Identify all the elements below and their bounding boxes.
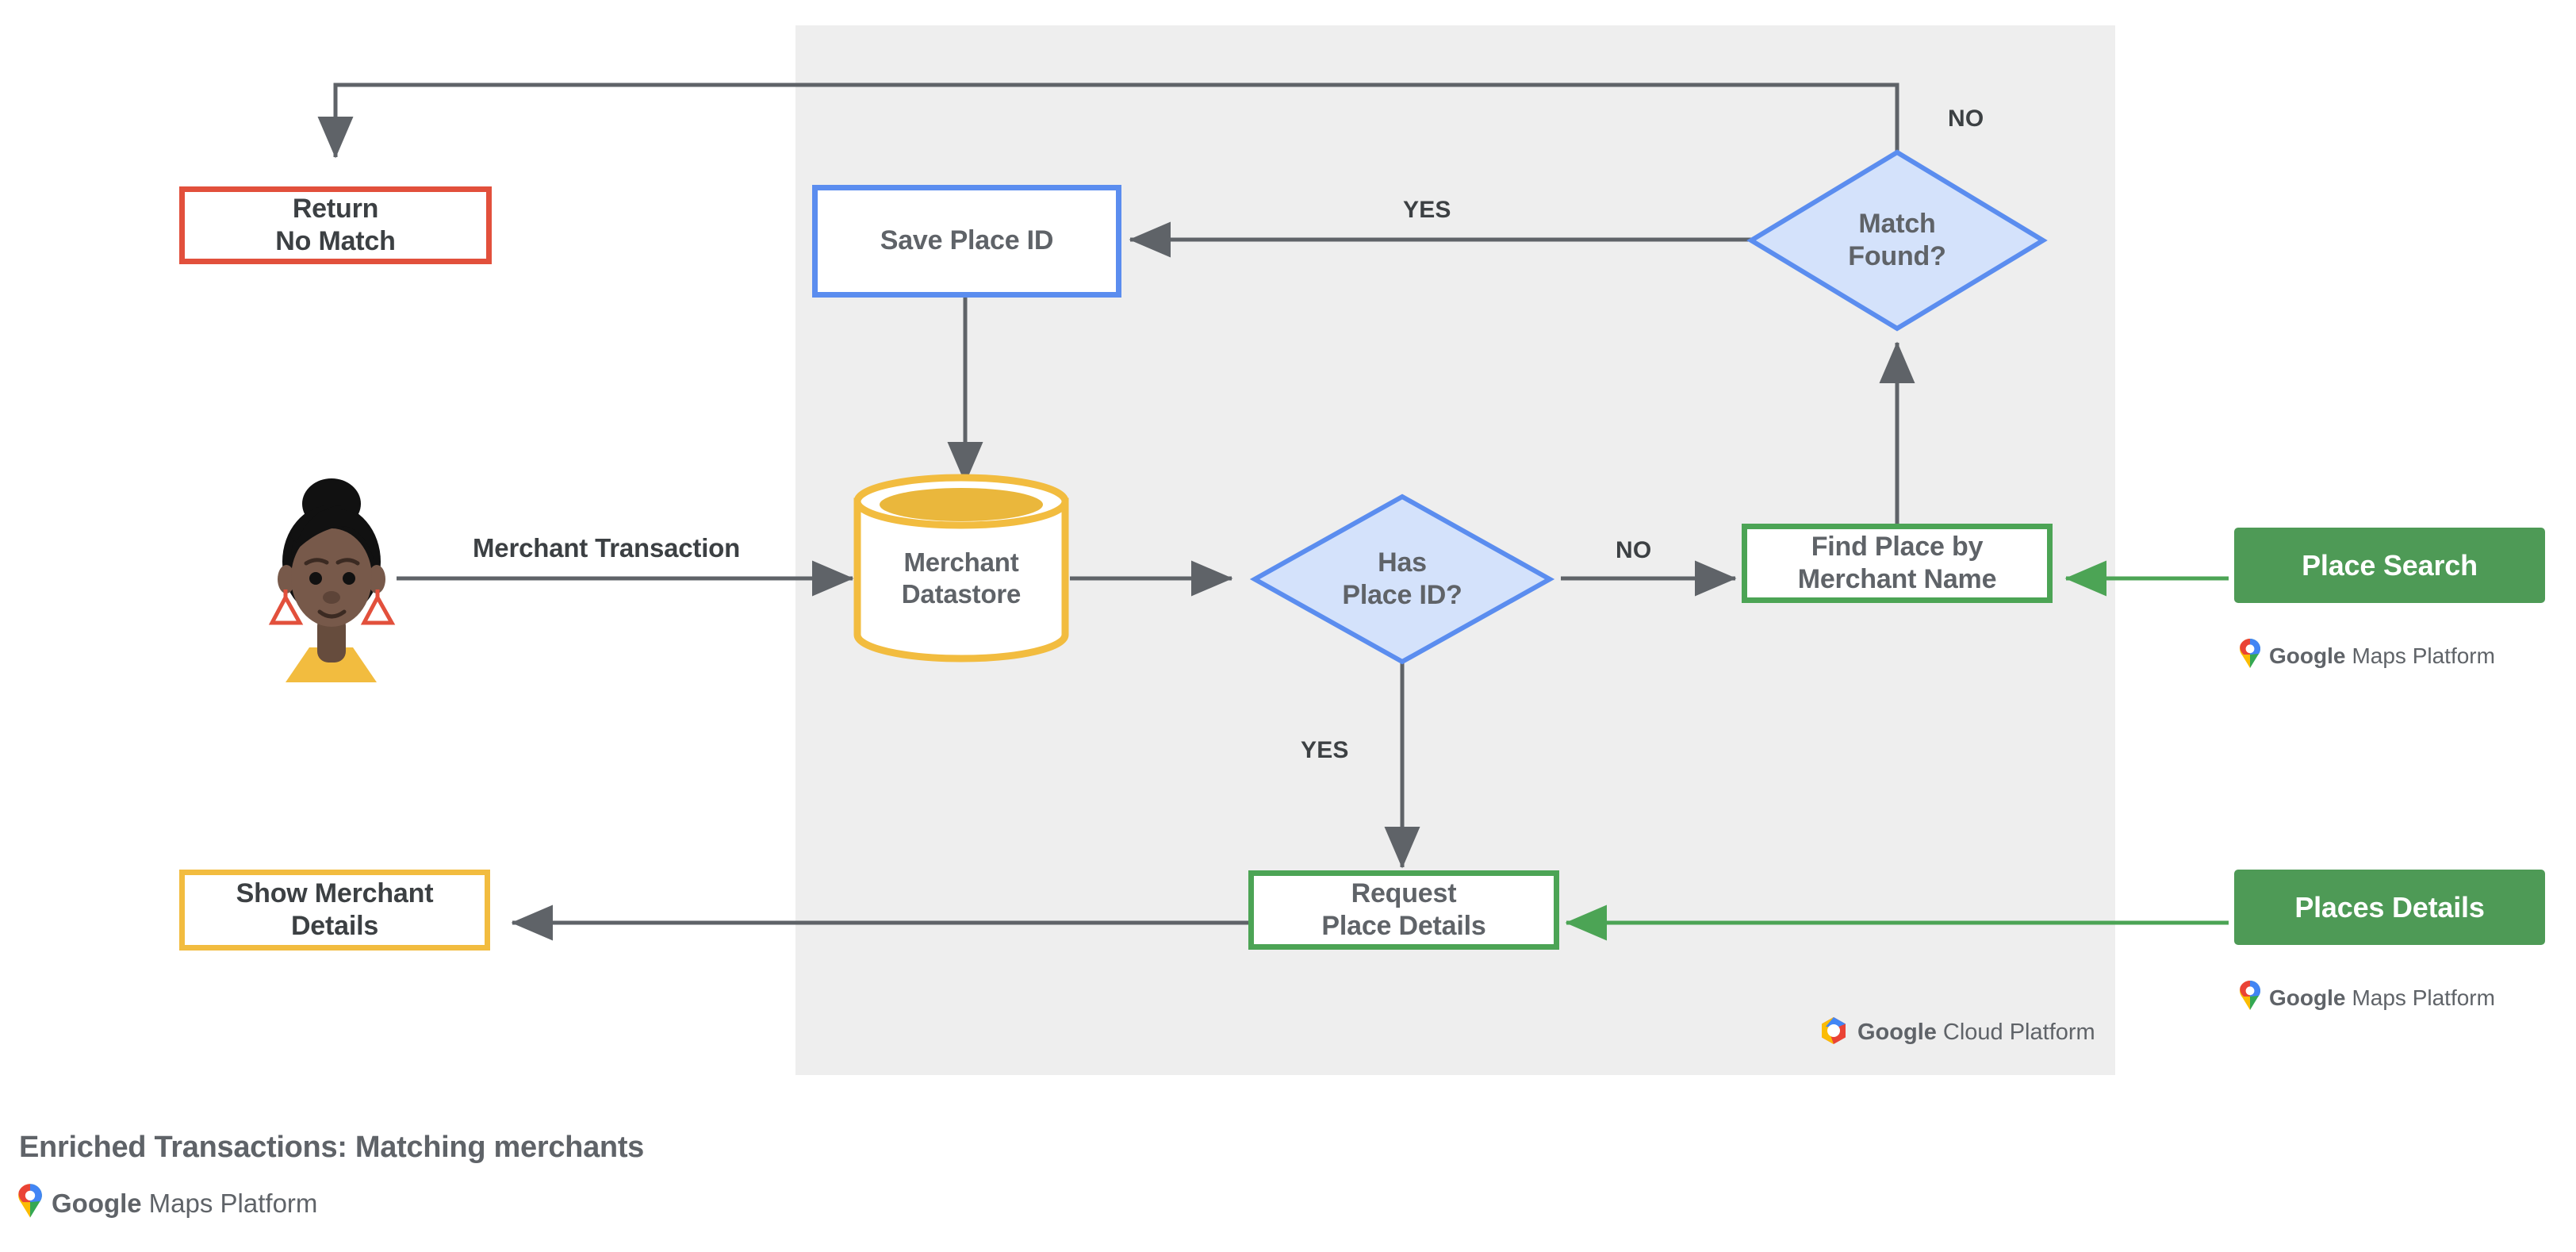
diagram-caption: Enriched Transactions: Matching merchant… — [19, 1131, 645, 1164]
node-show-merchant-details-label: Show Merchant Details — [236, 878, 434, 941]
node-merchant-datastore[interactable]: Merchant Datastore — [853, 474, 1070, 662]
node-places-details[interactable]: Places Details — [2234, 870, 2545, 945]
maps-platform-wordmark: Google Maps Platform — [2269, 643, 2495, 669]
edge-label-has-place-id-yes: YES — [1301, 737, 1349, 763]
maps-wordmark-bold: Google — [2269, 643, 2346, 668]
maps-platform-wordmark: Google Maps Platform — [2269, 985, 2495, 1011]
edge-label-merchant-transaction: Merchant Transaction — [473, 533, 741, 563]
cloud-wordmark-light: Cloud Platform — [1942, 1020, 2095, 1045]
datastore-cylinder-shape — [853, 474, 1069, 662]
customer-avatar-icon — [262, 460, 401, 682]
node-place-search-label: Place Search — [2302, 548, 2478, 582]
maps-wordmark-light: Maps Platform — [2352, 985, 2495, 1010]
node-return-no-match-label: Return No Match — [275, 193, 396, 256]
node-request-place-details-label: Request Place Details — [1321, 878, 1486, 941]
maps-wordmark-light: Maps Platform — [2352, 643, 2495, 668]
node-find-place-by-merchant-name[interactable]: Find Place by Merchant Name — [1742, 524, 2053, 603]
node-find-place-by-merchant-name-label: Find Place by Merchant Name — [1797, 531, 1997, 594]
maps-pin-icon — [2239, 639, 2261, 673]
maps-wordmark-bold: Google — [52, 1188, 142, 1218]
match-found-diamond-shape — [1746, 149, 2048, 332]
maps-wordmark-bold: Google — [2269, 985, 2346, 1010]
node-show-merchant-details[interactable]: Show Merchant Details — [179, 870, 490, 951]
has-place-id-diamond-shape — [1249, 494, 1555, 665]
cloud-hexagon-icon — [1818, 1016, 1850, 1050]
node-merchant-datastore-label: Merchant Datastore — [901, 547, 1022, 609]
node-save-place-id-label: Save Place ID — [880, 225, 1054, 256]
google-maps-platform-logo-caption: Google Maps Platform — [17, 1184, 317, 1223]
cloud-platform-wordmark: Google Cloud Platform — [1857, 1020, 2095, 1046]
node-has-place-id-label: Has Place ID? — [1342, 547, 1462, 610]
cloud-wordmark-bold: Google — [1857, 1020, 1937, 1045]
node-return-no-match[interactable]: Return No Match — [179, 186, 492, 264]
google-cloud-platform-logo: Google Cloud Platform — [1818, 1016, 2095, 1050]
google-maps-platform-logo-place-search: Google Maps Platform — [2239, 639, 2495, 673]
maps-platform-wordmark: Google Maps Platform — [52, 1189, 317, 1219]
node-match-found-label: Match Found? — [1848, 209, 1946, 271]
node-place-search[interactable]: Place Search — [2234, 528, 2545, 603]
node-match-found[interactable]: Match Found? — [1746, 149, 2048, 332]
node-save-place-id[interactable]: Save Place ID — [812, 185, 1121, 298]
edge-label-match-found-no: NO — [1948, 106, 1984, 132]
node-places-details-label: Places Details — [2294, 890, 2485, 924]
google-maps-platform-logo-places-details: Google Maps Platform — [2239, 981, 2495, 1015]
maps-pin-icon — [2239, 981, 2261, 1015]
edge-label-match-found-yes: YES — [1403, 197, 1451, 223]
maps-pin-icon — [17, 1184, 43, 1223]
node-has-place-id[interactable]: Has Place ID? — [1249, 494, 1555, 665]
edge-label-has-place-id-no: NO — [1616, 537, 1652, 563]
maps-wordmark-light: Maps Platform — [148, 1188, 318, 1218]
node-request-place-details[interactable]: Request Place Details — [1248, 870, 1559, 950]
